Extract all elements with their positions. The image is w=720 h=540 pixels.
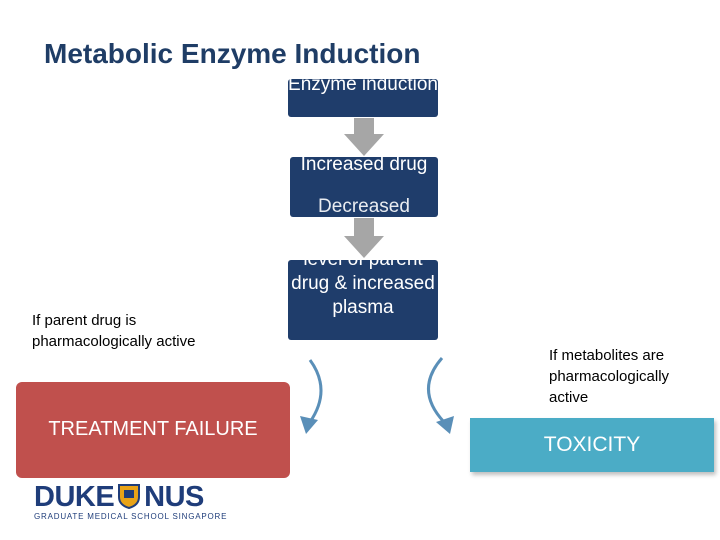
increased-drug-clearance-box: Increased drug Decreased	[290, 157, 438, 217]
enzyme-induction-label: Enzyme induction	[288, 79, 438, 95]
treatment-failure-label: TREATMENT FAILURE	[48, 418, 258, 440]
down-arrow-icon-1	[344, 118, 384, 156]
right-condition-text: If metabolites are pharmacologically act…	[549, 347, 670, 406]
left-condition-text: If parent drug is pharmacologically acti…	[32, 312, 196, 350]
curved-arrow-right-icon	[427, 357, 454, 434]
toxicity-box: TOXICITY	[470, 418, 714, 472]
duke-nus-logo: DUKE NUS GRADUATE MEDICAL SCHOOL SINGAPOR…	[34, 482, 244, 524]
slide-title: Metabolic Enzyme Induction	[44, 38, 421, 69]
decreased-overlap-label: Decreased	[318, 196, 410, 217]
treatment-failure-box: TREATMENT FAILURE	[16, 382, 290, 478]
decreased-level-box: level of parent drug & increased plasma	[288, 260, 438, 340]
logo-subtitle: GRADUATE MEDICAL SCHOOL SINGAPORE	[34, 512, 228, 521]
logo-wordmark-right: NUS	[144, 481, 204, 513]
logo-wordmark-left: DUKE	[34, 481, 115, 513]
crest-icon	[118, 484, 141, 510]
enzyme-induction-box: Enzyme induction	[288, 79, 438, 117]
decreased-level-label: level of parent drug & increased plasma	[291, 260, 435, 318]
increased-drug-label: Increased drug	[300, 157, 428, 175]
down-arrow-icon-2	[344, 218, 384, 258]
curved-arrow-left-icon	[300, 359, 323, 434]
toxicity-label: TOXICITY	[543, 433, 641, 456]
